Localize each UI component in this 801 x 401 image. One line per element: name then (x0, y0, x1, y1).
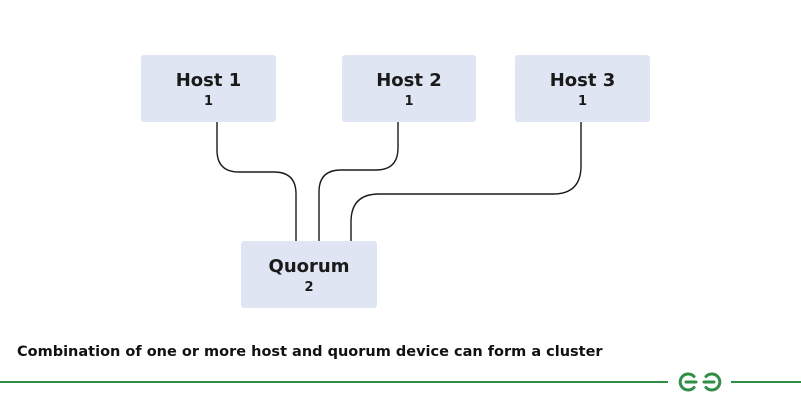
host-3-title: Host 3 (549, 70, 616, 91)
host-3-value: 1 (577, 94, 588, 109)
host-2-value: 1 (404, 94, 414, 109)
host-2-title: Host 2 (376, 70, 442, 91)
quorum-node: Quorum 2 (241, 241, 377, 308)
diagram-caption: Combination of one or more host and quor… (17, 344, 603, 360)
host-3-node: Host 3 1 (515, 55, 650, 122)
quorum-value: 2 (304, 280, 314, 295)
footer-divider-left (0, 381, 668, 383)
edge-host-1-to-quorum (216, 122, 297, 241)
quorum-title: Quorum (268, 256, 350, 277)
host-2-node: Host 2 1 (342, 55, 476, 122)
host-1-value: 1 (203, 94, 214, 109)
geeksforgeeks-logo-icon (678, 372, 722, 392)
edge-host-2-to-quorum (318, 122, 399, 241)
host-1-title: Host 1 (175, 70, 242, 91)
edge-host-3-to-quorum (350, 122, 582, 241)
host-1-node: Host 1 1 (141, 55, 276, 122)
footer-divider-right (731, 381, 801, 383)
